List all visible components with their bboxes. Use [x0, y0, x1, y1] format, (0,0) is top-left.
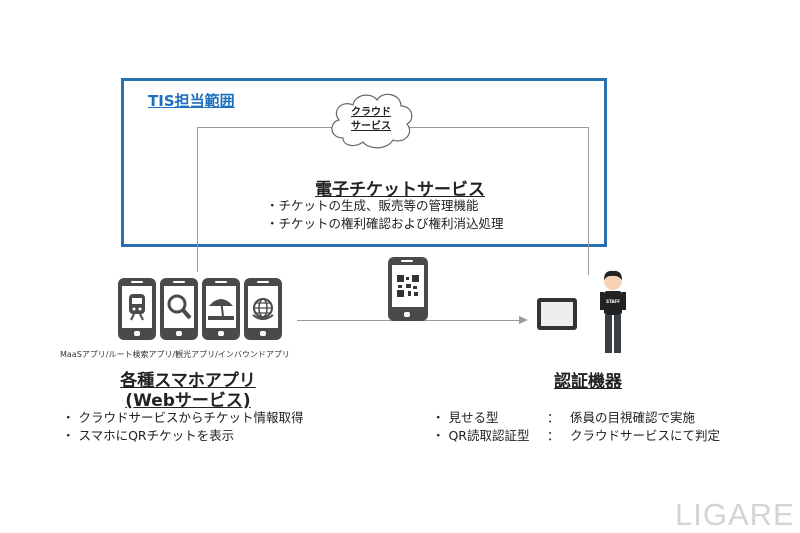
auth-row-2-desc: クラウドサービスにて判定 — [570, 428, 721, 443]
connector-line-right — [588, 127, 589, 275]
phone-inbound — [244, 278, 282, 340]
ligare-watermark: LIGARE — [675, 497, 795, 532]
phone-maas — [118, 278, 156, 340]
eticket-bullet-2: ・チケットの権利確認および権利消込処理 — [266, 216, 504, 231]
cloud-label-line2: サービス — [351, 121, 391, 132]
qr-code-icon — [397, 275, 419, 297]
phone-route-search — [160, 278, 198, 340]
auth-row-1-desc: 係員の目視確認で実施 — [570, 410, 696, 425]
tis-scope-box — [121, 78, 607, 247]
auth-row-1-sep: ： — [547, 410, 560, 425]
apps-title-line1: 各種スマホアプリ — [120, 371, 256, 391]
connector-line-left — [197, 127, 198, 272]
arrow-head-icon — [519, 316, 528, 324]
auth-title: 認証機器 — [554, 372, 622, 392]
tablet-reader-icon — [537, 298, 577, 330]
cloud-label-line1: クラウド — [351, 107, 391, 118]
cloud-icon — [331, 93, 413, 149]
auth-row-1-type: ・ 見せる型 — [432, 410, 499, 425]
globe-icon — [252, 298, 274, 320]
apps-bullet-2: ・ スマホにQRチケットを表示 — [62, 428, 235, 443]
apps-title-line2: (Webサービス) — [125, 391, 251, 411]
tis-scope-title: TIS担当範囲 — [148, 92, 235, 110]
staff-label: STAFF — [606, 299, 620, 304]
auth-row-2-type: ・ QR読取認証型 — [432, 428, 530, 443]
beach-umbrella-icon — [208, 299, 234, 320]
eticket-title: 電子チケットサービス — [315, 180, 485, 200]
train-icon — [129, 294, 145, 321]
apps-bullet-1: ・ クラウドサービスからチケット情報取得 — [62, 410, 304, 425]
staff-person-icon: STAFF — [600, 270, 626, 353]
auth-row-2-sep: ： — [547, 428, 560, 443]
eticket-bullet-1: ・チケットの生成、販売等の管理機能 — [266, 198, 479, 213]
phone-tourism — [202, 278, 240, 340]
search-icon — [167, 294, 192, 320]
qr-phone — [388, 257, 428, 321]
apps-caption: MaaSアプリ/ルート検索アプリ/観光アプリ/インバウンドアプリ — [60, 350, 290, 359]
